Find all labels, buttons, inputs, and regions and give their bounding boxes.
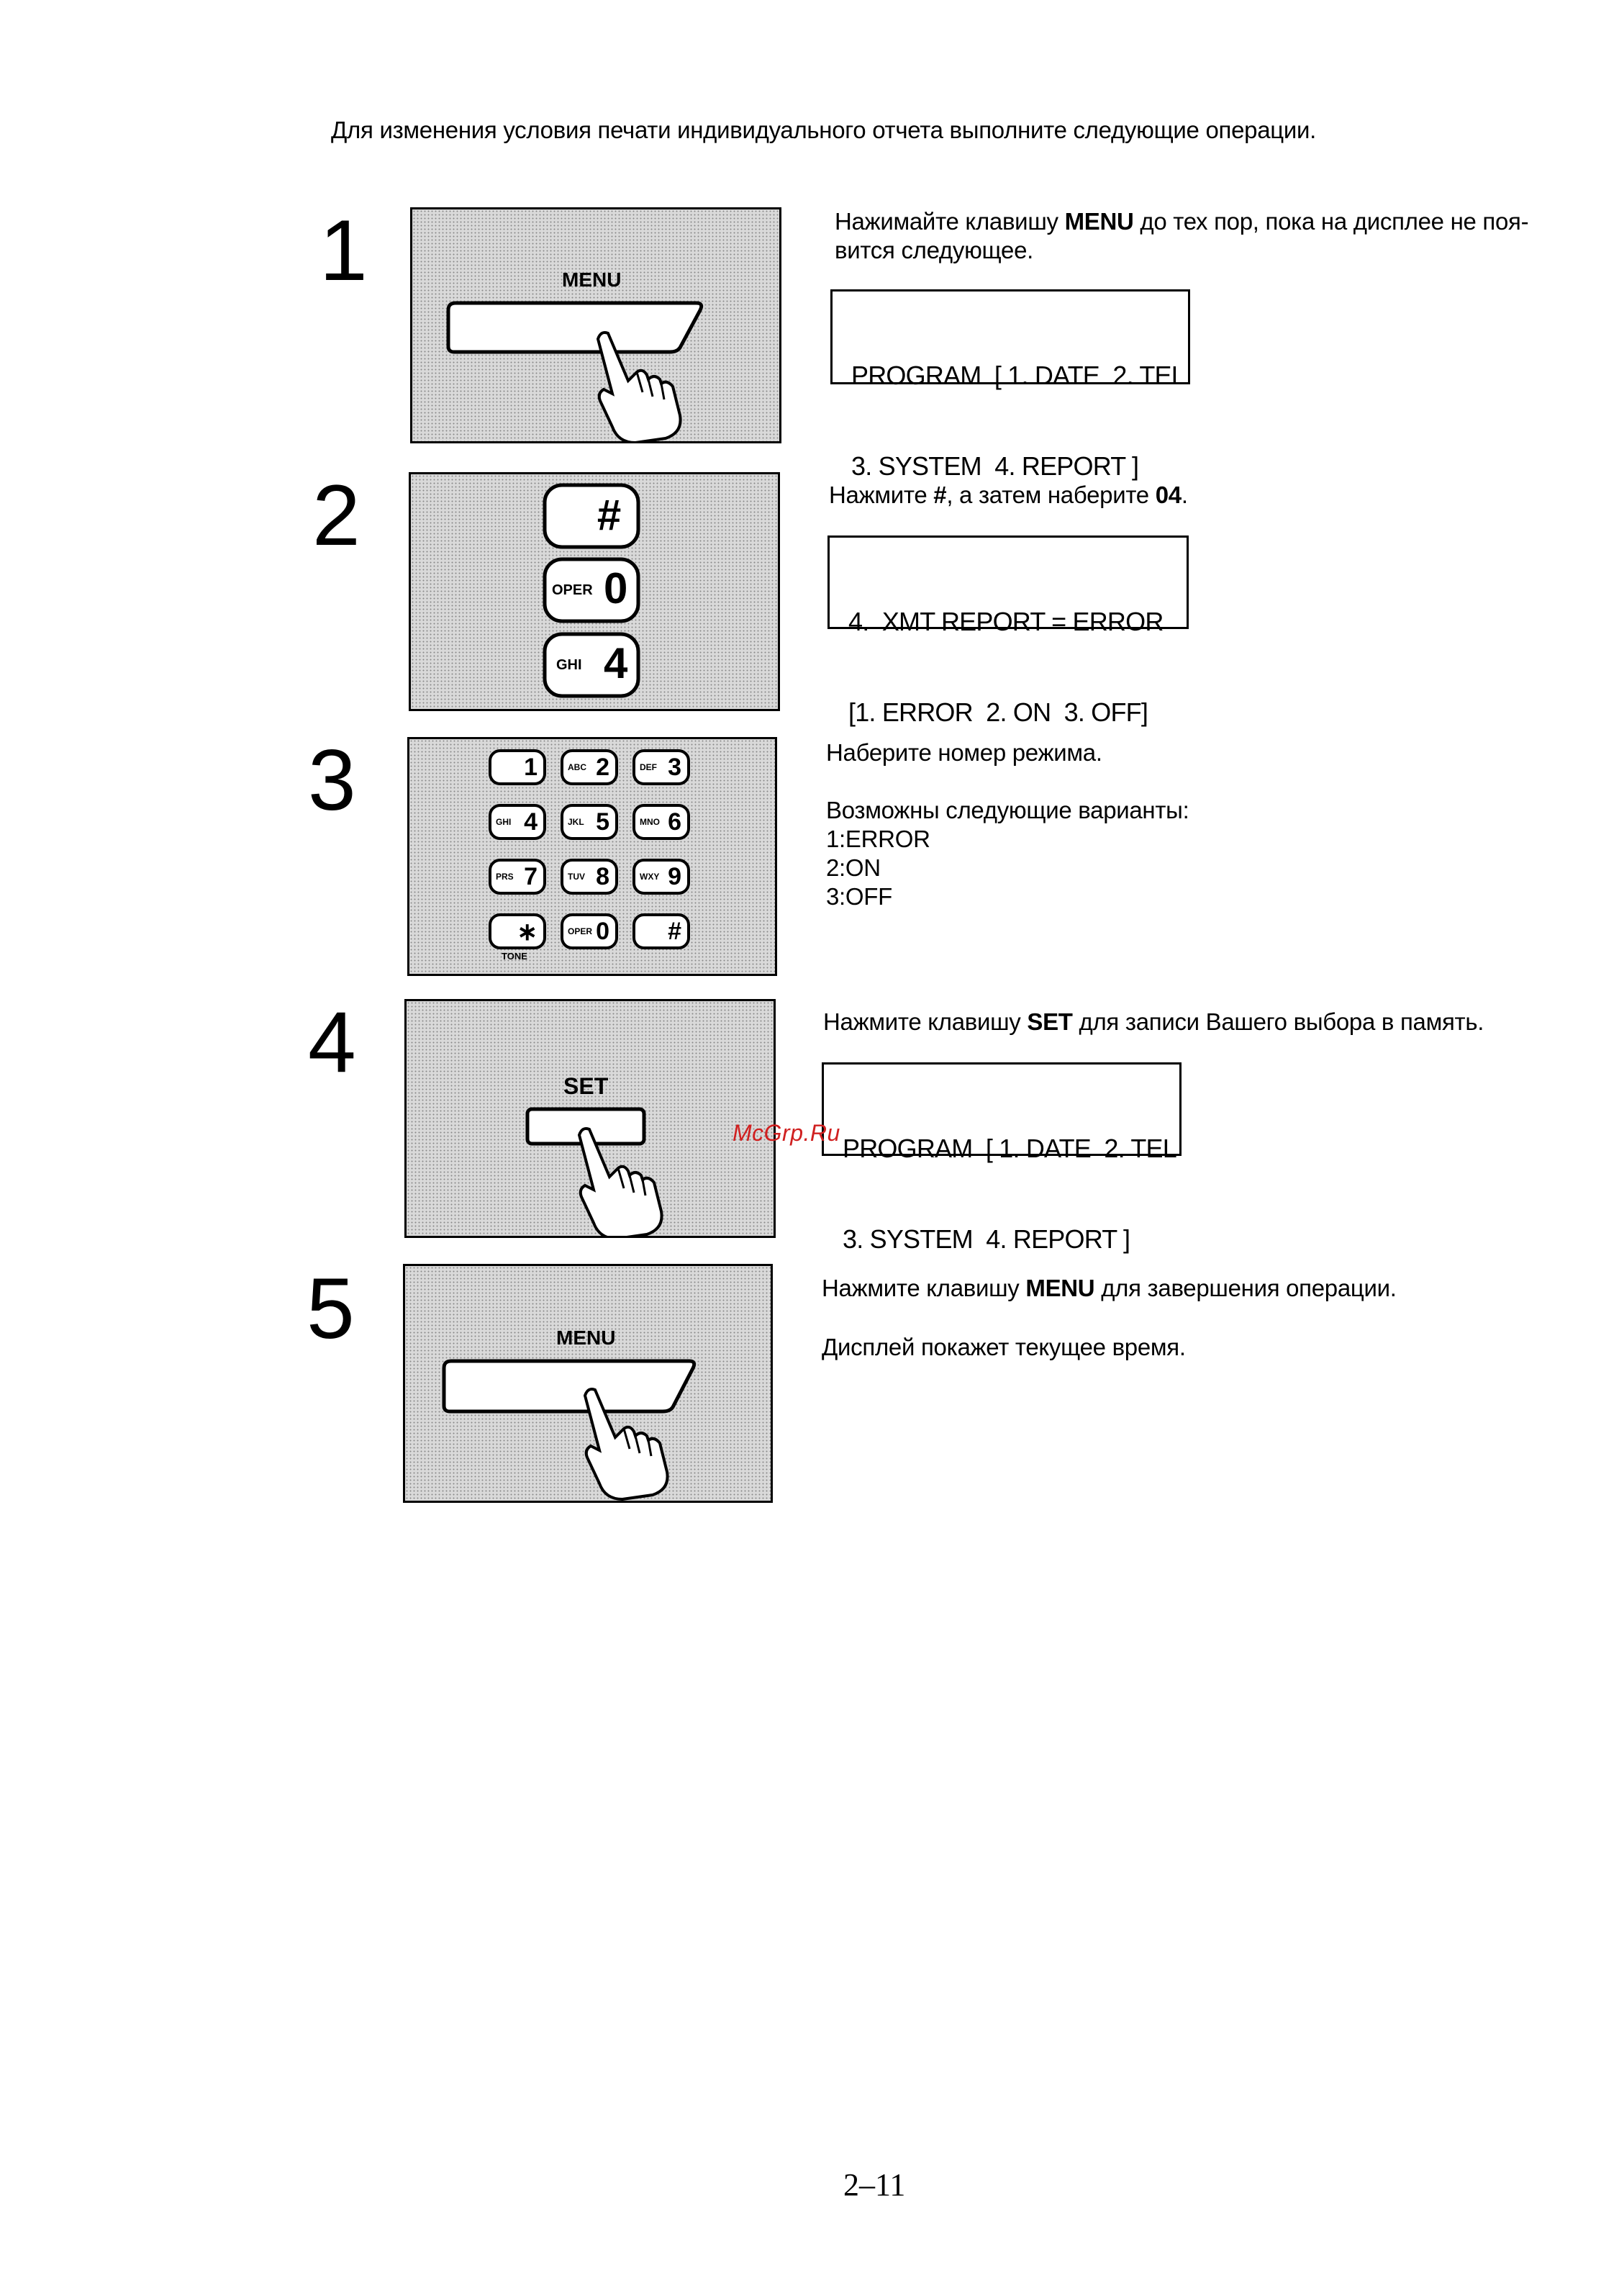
set-key-label: SET bbox=[563, 1073, 609, 1099]
set-key-icon bbox=[525, 1107, 663, 1236]
keypad-key: # bbox=[632, 913, 690, 949]
display-line: 3. SYSTEM 4. REPORT ] bbox=[843, 1224, 1130, 1254]
zero-key: 0 bbox=[604, 564, 628, 613]
menu-key-icon bbox=[446, 301, 704, 441]
keypad-key-letters: OPER bbox=[568, 926, 593, 936]
pointing-hand-icon bbox=[583, 1388, 669, 1501]
watermark: McGrp.Ru bbox=[733, 1120, 840, 1146]
menu-key-label: MENU bbox=[562, 268, 622, 291]
keypad-key: ABC 2 bbox=[561, 749, 618, 785]
pointing-hand-icon bbox=[577, 1127, 663, 1236]
keypad-key-letters: TUV bbox=[568, 872, 585, 882]
keypad-key: GHI 4 bbox=[489, 804, 546, 840]
step-4-description: Нажмите клавишу SET для записи Вашего вы… bbox=[823, 1008, 1484, 1035]
keypad-key-digit: 0 bbox=[596, 918, 609, 945]
step-2-illustration: # OPER 0 GHI 4 bbox=[409, 472, 780, 711]
display-line: PROGRAM [ 1. DATE 2. TEL bbox=[843, 1134, 1177, 1163]
display-line: [1. ERROR 2. ON 3. OFF] bbox=[848, 697, 1148, 727]
keypad-key-digit: 3 bbox=[668, 754, 681, 781]
key-outlines bbox=[543, 483, 640, 698]
step-1-display: PROGRAM [ 1. DATE 2. TEL 3. SYSTEM 4. RE… bbox=[830, 289, 1190, 481]
keypad-key-digit: 1 bbox=[524, 754, 538, 781]
menu-key-label: MENU bbox=[556, 1326, 616, 1349]
tone-label: TONE bbox=[502, 951, 527, 962]
keypad-key-digit: 9 bbox=[668, 863, 681, 890]
step-4-display: PROGRAM [ 1. DATE 2. TEL 3. SYSTEM 4. RE… bbox=[822, 1062, 1182, 1254]
step-4-illustration: SET bbox=[404, 999, 776, 1238]
oper-key-sub: OPER bbox=[552, 582, 593, 598]
keypad-key: JKL 5 bbox=[561, 804, 618, 840]
keypad-key-digit: 7 bbox=[524, 863, 538, 890]
keypad-key: DEF 3 bbox=[632, 749, 690, 785]
keypad-key-digit: 8 bbox=[596, 863, 609, 890]
step-5-description: Нажмите клавишу MENU для завершения опер… bbox=[822, 1275, 1397, 1360]
keypad-key-letters: MNO bbox=[640, 817, 660, 827]
step-1-number: 1 bbox=[319, 202, 368, 299]
step-2-description: Нажмите #, а затем наберите 04. bbox=[829, 482, 1188, 508]
four-key: 4 bbox=[604, 639, 628, 687]
keypad-key: TUV 8 bbox=[561, 859, 618, 895]
keypad-key: 1 bbox=[489, 749, 546, 785]
step-2-display: 4. XMT REPORT = ERROR [1. ERROR 2. ON 3.… bbox=[827, 535, 1189, 727]
keypad-key-digit: ∗ bbox=[517, 918, 538, 946]
ghi-key-sub: GHI bbox=[556, 657, 582, 673]
keypad-key-digit: # bbox=[668, 918, 681, 945]
step-5-number: 5 bbox=[307, 1260, 355, 1357]
intro-text: Для изменения условия печати индивидуаль… bbox=[331, 117, 1317, 143]
keypad-key: ∗ bbox=[489, 913, 546, 949]
step-3-description: Наберите номер режима. Возможны следующи… bbox=[826, 738, 1589, 911]
keypad-key-letters: PRS bbox=[496, 872, 514, 882]
step-5-illustration: MENU bbox=[403, 1264, 773, 1503]
step-2-number: 2 bbox=[312, 467, 360, 564]
keypad-key-letters: DEF bbox=[640, 762, 657, 772]
keypad-key-letters: JKL bbox=[568, 817, 584, 827]
option-item: 3:OFF bbox=[826, 883, 893, 910]
keypad-key-letters: ABC bbox=[568, 762, 586, 772]
step-1-description: Нажимайте клавишу MENU до тех пор, пока … bbox=[835, 208, 1529, 263]
menu-key-icon bbox=[442, 1359, 697, 1501]
keypad-key: PRS 7 bbox=[489, 859, 546, 895]
option-item: 1:ERROR bbox=[826, 826, 930, 852]
display-line: 3. SYSTEM 4. REPORT ] bbox=[851, 451, 1139, 481]
hash-key: # bbox=[597, 491, 621, 539]
display-line: PROGRAM [ 1. DATE 2. TEL bbox=[851, 361, 1186, 390]
page-number: 2–11 bbox=[843, 2167, 906, 2202]
keypad-key-digit: 4 bbox=[524, 808, 538, 836]
keypad-key: WXY 9 bbox=[632, 859, 690, 895]
keypad-key-letters: WXY bbox=[640, 872, 660, 882]
step-1-illustration: MENU bbox=[410, 207, 781, 443]
pointing-hand-icon bbox=[596, 331, 682, 441]
step-4-number: 4 bbox=[308, 994, 356, 1090]
keypad-key-letters: GHI bbox=[496, 817, 512, 827]
display-line: 4. XMT REPORT = ERROR bbox=[848, 607, 1164, 636]
keypad-key: MNO 6 bbox=[632, 804, 690, 840]
keypad-key-digit: 6 bbox=[668, 808, 681, 836]
keypad-key-digit: 2 bbox=[596, 754, 609, 781]
step-3-number: 3 bbox=[308, 732, 356, 828]
option-item: 2:ON bbox=[826, 854, 881, 881]
keypad-key-digit: 5 bbox=[596, 808, 609, 836]
